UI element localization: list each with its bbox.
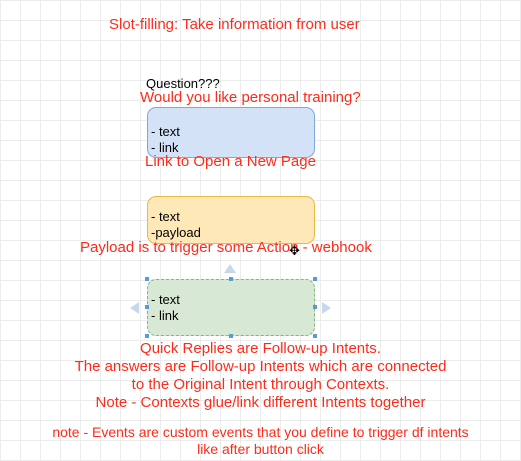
diagram-title: Slot-filling: Take information from user (109, 16, 360, 33)
green-message-box[interactable]: - text - link (147, 279, 315, 336)
resize-handle[interactable] (229, 277, 233, 281)
blue-box-item: - link (151, 140, 179, 155)
note-line: to the Original Intent through Contexts. (131, 376, 390, 393)
quick-replies-note: Quick Replies are Follow-up Intents. The… (20, 340, 501, 412)
blue-message-box[interactable]: - text - link (147, 107, 315, 158)
note-line: The answers are Follow-up Intents which … (74, 358, 447, 375)
question-heading: Question??? (146, 76, 220, 91)
question-text: Would you like personal training? (140, 89, 361, 106)
yellow-message-box[interactable]: - text -payload (147, 196, 315, 244)
resize-handle[interactable] (313, 334, 317, 338)
resize-handle[interactable] (313, 277, 317, 281)
move-cursor-icon: ✥ (289, 243, 300, 258)
resize-handle[interactable] (145, 334, 149, 338)
note-line: note - Events are custom events that you… (52, 424, 469, 440)
yellow-box-item: -payload (151, 225, 201, 240)
note-line: like after button click (197, 441, 324, 457)
events-note: note - Events are custom events that you… (0, 424, 521, 458)
yellow-box-item: - text (151, 209, 180, 224)
green-box-item: - text (151, 292, 180, 307)
resize-handle[interactable] (145, 305, 149, 309)
resize-handle[interactable] (145, 277, 149, 281)
blue-box-item: - text (151, 124, 180, 139)
arrow-right-icon[interactable] (322, 302, 331, 314)
arrow-left-icon[interactable] (130, 302, 139, 314)
payload-note: Payload is to trigger some Action - webh… (80, 239, 372, 256)
resize-handle[interactable] (229, 334, 233, 338)
resize-handle[interactable] (313, 305, 317, 309)
green-box-item: - link (151, 308, 179, 323)
note-line: Note - Contexts glue/link different Inte… (95, 394, 426, 411)
note-line: Quick Replies are Follow-up Intents. (140, 340, 381, 357)
arrow-up-icon[interactable] (224, 264, 236, 273)
link-note: Link to Open a New Page (145, 153, 316, 170)
